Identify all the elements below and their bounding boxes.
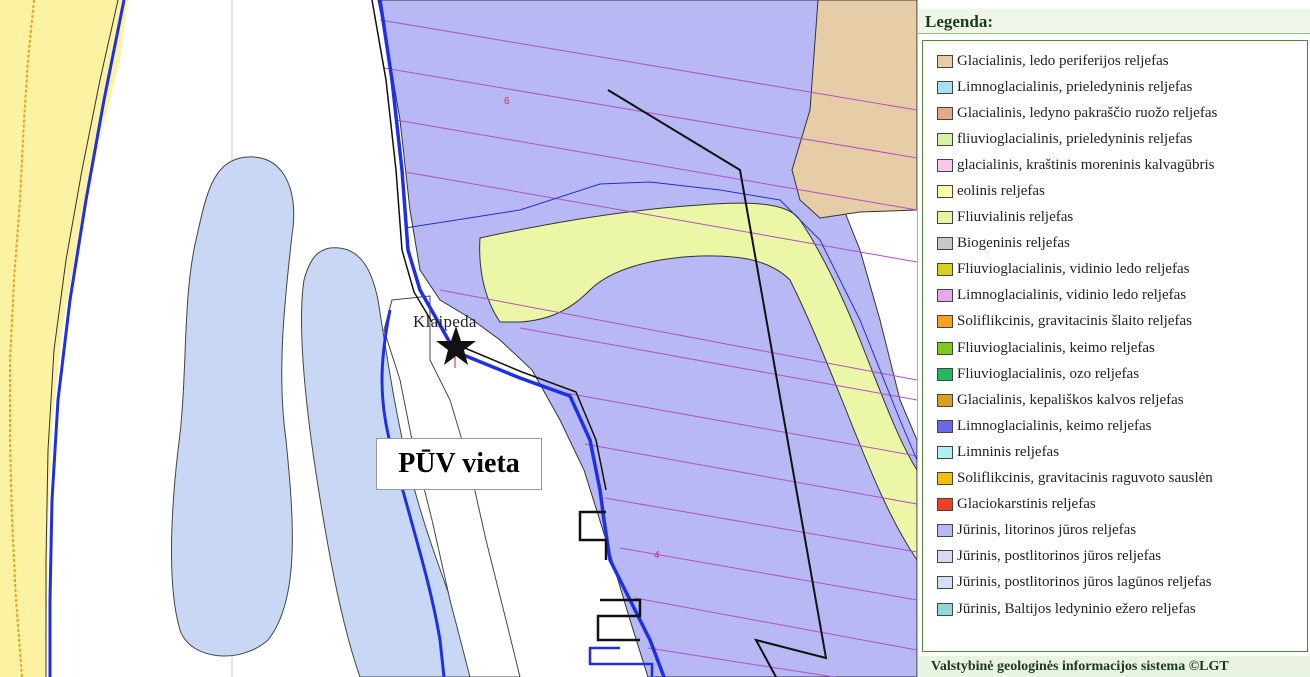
south-road [455,350,666,677]
port-jetty-1 [578,510,608,560]
legend-item: Glacialinis, ledo periferijos reljefas [923,48,1307,74]
legend-item-label: Limnoglacialinis, vidinio ledo reljefas [957,287,1187,304]
legend-swatch [937,54,953,68]
legend-item: Jūrinis, postlitorinos jūros lagūnos rel… [923,570,1307,596]
legend-item-label: Glacialinis, kepališkos kalvos reljefas [957,391,1184,408]
legend-swatch [937,341,953,355]
legend-swatch [937,106,953,120]
legend-item: Biogeninis reljefas [923,231,1307,257]
legend-item-label: Jūrinis, postlitorinos jūros reljefas [957,548,1162,565]
legend-swatch [937,393,953,407]
lagoon-left [171,156,295,657]
legend-item: Fliuvioglacialinis, vidinio ledo reljefa… [923,257,1307,283]
dune-line [9,0,35,677]
legend-item: Limnoglacialinis, keimo reljefas [923,413,1307,439]
legend-panel: Legenda: Glacialinis, ledo periferijos r… [917,0,1310,677]
coast-outline [45,0,119,677]
aeolian-zone [479,202,917,561]
map-canvas[interactable] [0,0,917,677]
city-label: Klaipeda [413,312,477,331]
legend-item: Glaciokarstinis reljefas [923,492,1307,518]
legend-swatch [937,211,953,225]
main-road-outline [371,0,433,323]
zone-number: 4 [654,550,660,561]
legend-swatch [937,419,953,433]
zone-number: 6 [504,96,510,107]
legend-item: Jūrinis, Baltijos ledyninio ežero reljef… [923,596,1307,622]
legend-item-label: Limninis reljefas [957,443,1060,460]
legend-swatch [937,524,953,538]
legend-swatch [937,132,953,146]
site-label: PŪV vieta [376,438,542,490]
legend-swatch [937,237,953,251]
legend-swatch [937,472,953,486]
map-view[interactable]: Klaipeda PŪV vieta 6 4 [0,0,917,677]
main-road [378,0,456,351]
legend-item-label: eolinis reljefas [957,183,1045,200]
legend-item-label: Fliuvialinis reljefas [957,209,1074,226]
legend-swatch [937,550,953,564]
legend-item-label: Limnoglacialinis, keimo reljefas [957,417,1152,434]
legend-item: glacialinis, kraštinis moreninis kalvagū… [923,152,1307,178]
legend-swatch [937,158,953,172]
legend-swatch [937,576,953,590]
legend-item-label: Jūrinis, litorinos jūros reljefas [957,522,1137,539]
legend-item: Soliflikcinis, gravitacinis šlaito relje… [923,309,1307,335]
legend-title: Legenda: [918,9,1310,34]
coast-zone [0,0,128,677]
legend-swatch [937,263,953,277]
legend-item-label: Fliuvioglacialinis, keimo reljefas [957,339,1155,356]
hatch-lines [379,19,917,677]
boundary-polygon [607,89,828,677]
legend-swatch [937,445,953,459]
legend-item: Jūrinis, litorinos jūros reljefas [923,518,1307,544]
legend-item: Limnoglacialinis, prieledyninis reljefas [923,74,1307,100]
legend-swatch [937,185,953,199]
port-jetty-3 [588,646,654,677]
west-road-2 [48,0,126,677]
legend-item-label: fliuvioglacialinis, prieledyninis reljef… [957,130,1193,147]
legend-swatch [937,602,953,616]
legend-item: fliuvioglacialinis, prieledyninis reljef… [923,126,1307,152]
legend-item-label: Fliuvioglacialinis, vidinio ledo reljefa… [957,261,1190,278]
legend-item: Glacialinis, kepališkos kalvos reljefas [923,387,1307,413]
legend-item: Soliflikcinis, gravitacinis raguvoto sau… [923,466,1307,492]
legend-item: Glacialinis, ledyno pakraščio ruožo relj… [923,100,1307,126]
thin-route [404,181,917,461]
legend-item-label: Biogeninis reljefas [957,235,1070,252]
legend-item-label: Soliflikcinis, gravitacinis šlaito relje… [957,313,1192,330]
legend-swatch [937,367,953,381]
legend-item-label: Glaciokarstinis reljefas [957,496,1096,513]
legend-item-label: Soliflikcinis, gravitacinis raguvoto sau… [957,470,1213,487]
port-jetty-2 [596,598,642,642]
legend-item-label: Jūrinis, postlitorinos jūros lagūnos rel… [957,574,1212,591]
legend-item: Limnoglacialinis, vidinio ledo reljefas [923,283,1307,309]
legend-item-label: Limnoglacialinis, prieledyninis reljefas [957,78,1193,95]
legend-footer: Valstybinė geologinės informacijos siste… [918,656,1310,677]
legend-swatch [937,498,953,512]
legend-item-label: glacialinis, kraštinis moreninis kalvagū… [957,156,1215,173]
south-road-outline [459,345,607,491]
glacial-zone [791,0,917,219]
legend-item: Fliuvioglacialinis, keimo reljefas [923,335,1307,361]
legend-item: Jūrinis, postlitorinos jūros reljefas [923,544,1307,570]
legend-item: eolinis reljefas [923,178,1307,204]
legend-item-label: Glacialinis, ledo periferijos reljefas [957,52,1169,69]
legend-swatch [937,80,953,94]
legend-swatch [937,315,953,329]
legend-item-label: Fliuvioglacialinis, ozo reljefas [957,365,1140,382]
legend-item: Limninis reljefas [923,439,1307,465]
site-star-icon [436,326,476,365]
legend-item-label: Jūrinis, Baltijos ledyninio ežero reljef… [957,600,1196,617]
legend-item: Fliuvioglacialinis, ozo reljefas [923,361,1307,387]
legend-swatch [937,289,953,303]
legend-item-label: Glacialinis, ledyno pakraščio ruožo relj… [957,104,1218,121]
legend-item: Fliuvialinis reljefas [923,205,1307,231]
